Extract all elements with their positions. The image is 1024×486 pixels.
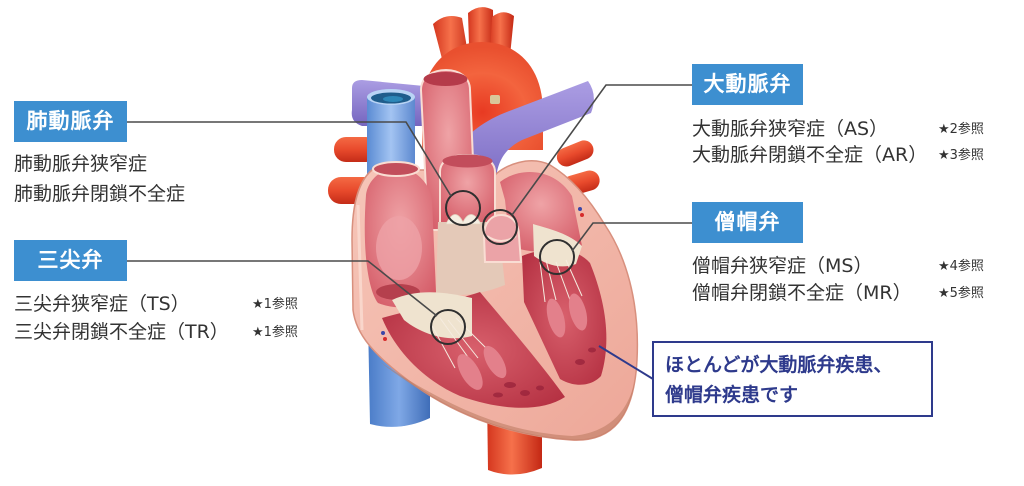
- reference-note: ★1参照: [252, 324, 298, 340]
- tricuspid-valve-diseases: 三尖弁狭窄症（TS） ★1参照 三尖弁閉鎖不全症（TR） ★1参照: [14, 288, 298, 344]
- reference-note: ★5参照: [938, 286, 984, 301]
- tricuspid-leader-line: [127, 260, 438, 317]
- disease-name: 三尖弁閉鎖不全症（TR）: [14, 320, 229, 343]
- pulmonary-leader-line: [127, 121, 452, 197]
- mitral-valve-label: 僧帽弁: [692, 202, 803, 243]
- disease-item: 肺動脈弁閉鎖不全症: [14, 177, 185, 207]
- disease-name: 大動脈弁閉鎖不全症（AR）: [692, 143, 928, 166]
- disease-name: 肺動脈弁狭窄症: [14, 152, 148, 175]
- disease-item: 肺動脈弁狭窄症: [14, 147, 185, 177]
- pulmonary-trunk-cut: [439, 153, 496, 225]
- trabeculae: [493, 347, 596, 398]
- mitral-valve-marker: [539, 239, 575, 275]
- disease-item: 大動脈弁狭窄症（AS） ★2参照: [692, 114, 984, 140]
- aortic-valve-marker: [482, 209, 518, 245]
- disease-item: 僧帽弁閉鎖不全症（MR） ★5参照: [692, 278, 984, 305]
- node-markers: [381, 207, 584, 341]
- reference-note: ★3参照: [938, 147, 984, 163]
- disease-name: 大動脈弁狭窄症（AS）: [692, 117, 889, 140]
- aortic-leader-line: [511, 84, 692, 216]
- chordae-tendineae: [429, 259, 583, 369]
- mitral-leaflets: [533, 224, 582, 267]
- pulmonary-valve-diseases: 肺動脈弁狭窄症 肺動脈弁閉鎖不全症: [14, 147, 185, 207]
- reference-note: ★1参照: [252, 296, 298, 312]
- aortic-valve-diseases: 大動脈弁狭窄症（AS） ★2参照 大動脈弁閉鎖不全症（AR） ★3参照: [692, 114, 984, 166]
- disease-item: 三尖弁狭窄症（TS） ★1参照: [14, 288, 298, 316]
- ligamentum: [490, 95, 500, 104]
- mitral-valve-diseases: 僧帽弁狭窄症（MS） ★4参照 僧帽弁閉鎖不全症（MR） ★5参照: [692, 251, 984, 305]
- pulmonary-valve-marker: [445, 190, 481, 226]
- disease-name: 僧帽弁狭窄症（MS）: [692, 255, 873, 277]
- aortic-valve-label: 大動脈弁: [692, 64, 803, 105]
- reference-note: ★4参照: [938, 259, 984, 274]
- disease-item: 三尖弁閉鎖不全症（TR） ★1参照: [14, 316, 298, 344]
- tricuspid-valve-label: 三尖弁: [14, 240, 127, 281]
- callout-line-1: ほとんどが大動脈弁疾患、: [665, 354, 893, 376]
- callout-leader-line: [598, 345, 654, 380]
- reference-note: ★2参照: [938, 121, 984, 137]
- callout-line-2: 僧帽弁疾患です: [665, 384, 799, 406]
- tricuspid-leaflets: [392, 292, 472, 339]
- tricuspid-valve-marker: [430, 309, 466, 345]
- mitral-leader-line: [571, 222, 692, 252]
- disease-name: 肺動脈弁閉鎖不全症: [14, 182, 186, 205]
- pulmonary-valve-label: 肺動脈弁: [14, 101, 127, 142]
- disease-item: 大動脈弁閉鎖不全症（AR） ★3参照: [692, 140, 984, 166]
- disease-name: 三尖弁狭窄症（TS）: [14, 292, 190, 315]
- left-atrium: [500, 171, 582, 252]
- disease-name: 僧帽弁閉鎖不全症（MR）: [692, 282, 912, 304]
- papillary-muscles: [457, 293, 588, 390]
- callout-box: ほとんどが大動脈弁疾患、 僧帽弁疾患です: [652, 341, 933, 417]
- disease-item: 僧帽弁狭窄症（MS） ★4参照: [692, 251, 984, 278]
